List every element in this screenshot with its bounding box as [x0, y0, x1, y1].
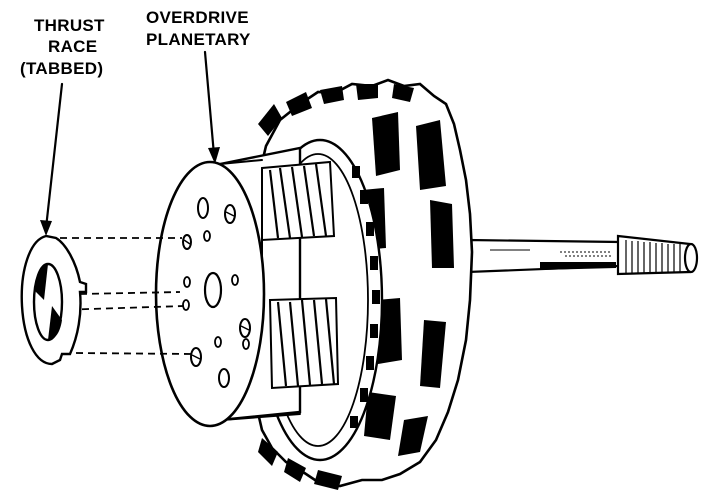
overdrive-planetary-label-line1: OVERDRIVE [146, 8, 249, 27]
thrust-race-leader-arrow [40, 82, 64, 236]
thrust-race-label-line1: THRUST [34, 16, 105, 35]
upper-planet-pinion [261, 160, 336, 242]
carrier-front-face [154, 160, 266, 428]
output-shaft [466, 234, 699, 276]
thrust-race-washer [20, 234, 88, 366]
overdrive-planetary-leader-arrow [203, 50, 220, 164]
thrust-race-label-line3: (TABBED) [20, 59, 103, 78]
lower-planet-pinion [268, 296, 340, 390]
thrust-race-label-line2: RACE [48, 37, 97, 56]
alignment-dashed-lines [48, 237, 193, 355]
overdrive-planetary-label-line2: PLANETARY [146, 30, 251, 49]
